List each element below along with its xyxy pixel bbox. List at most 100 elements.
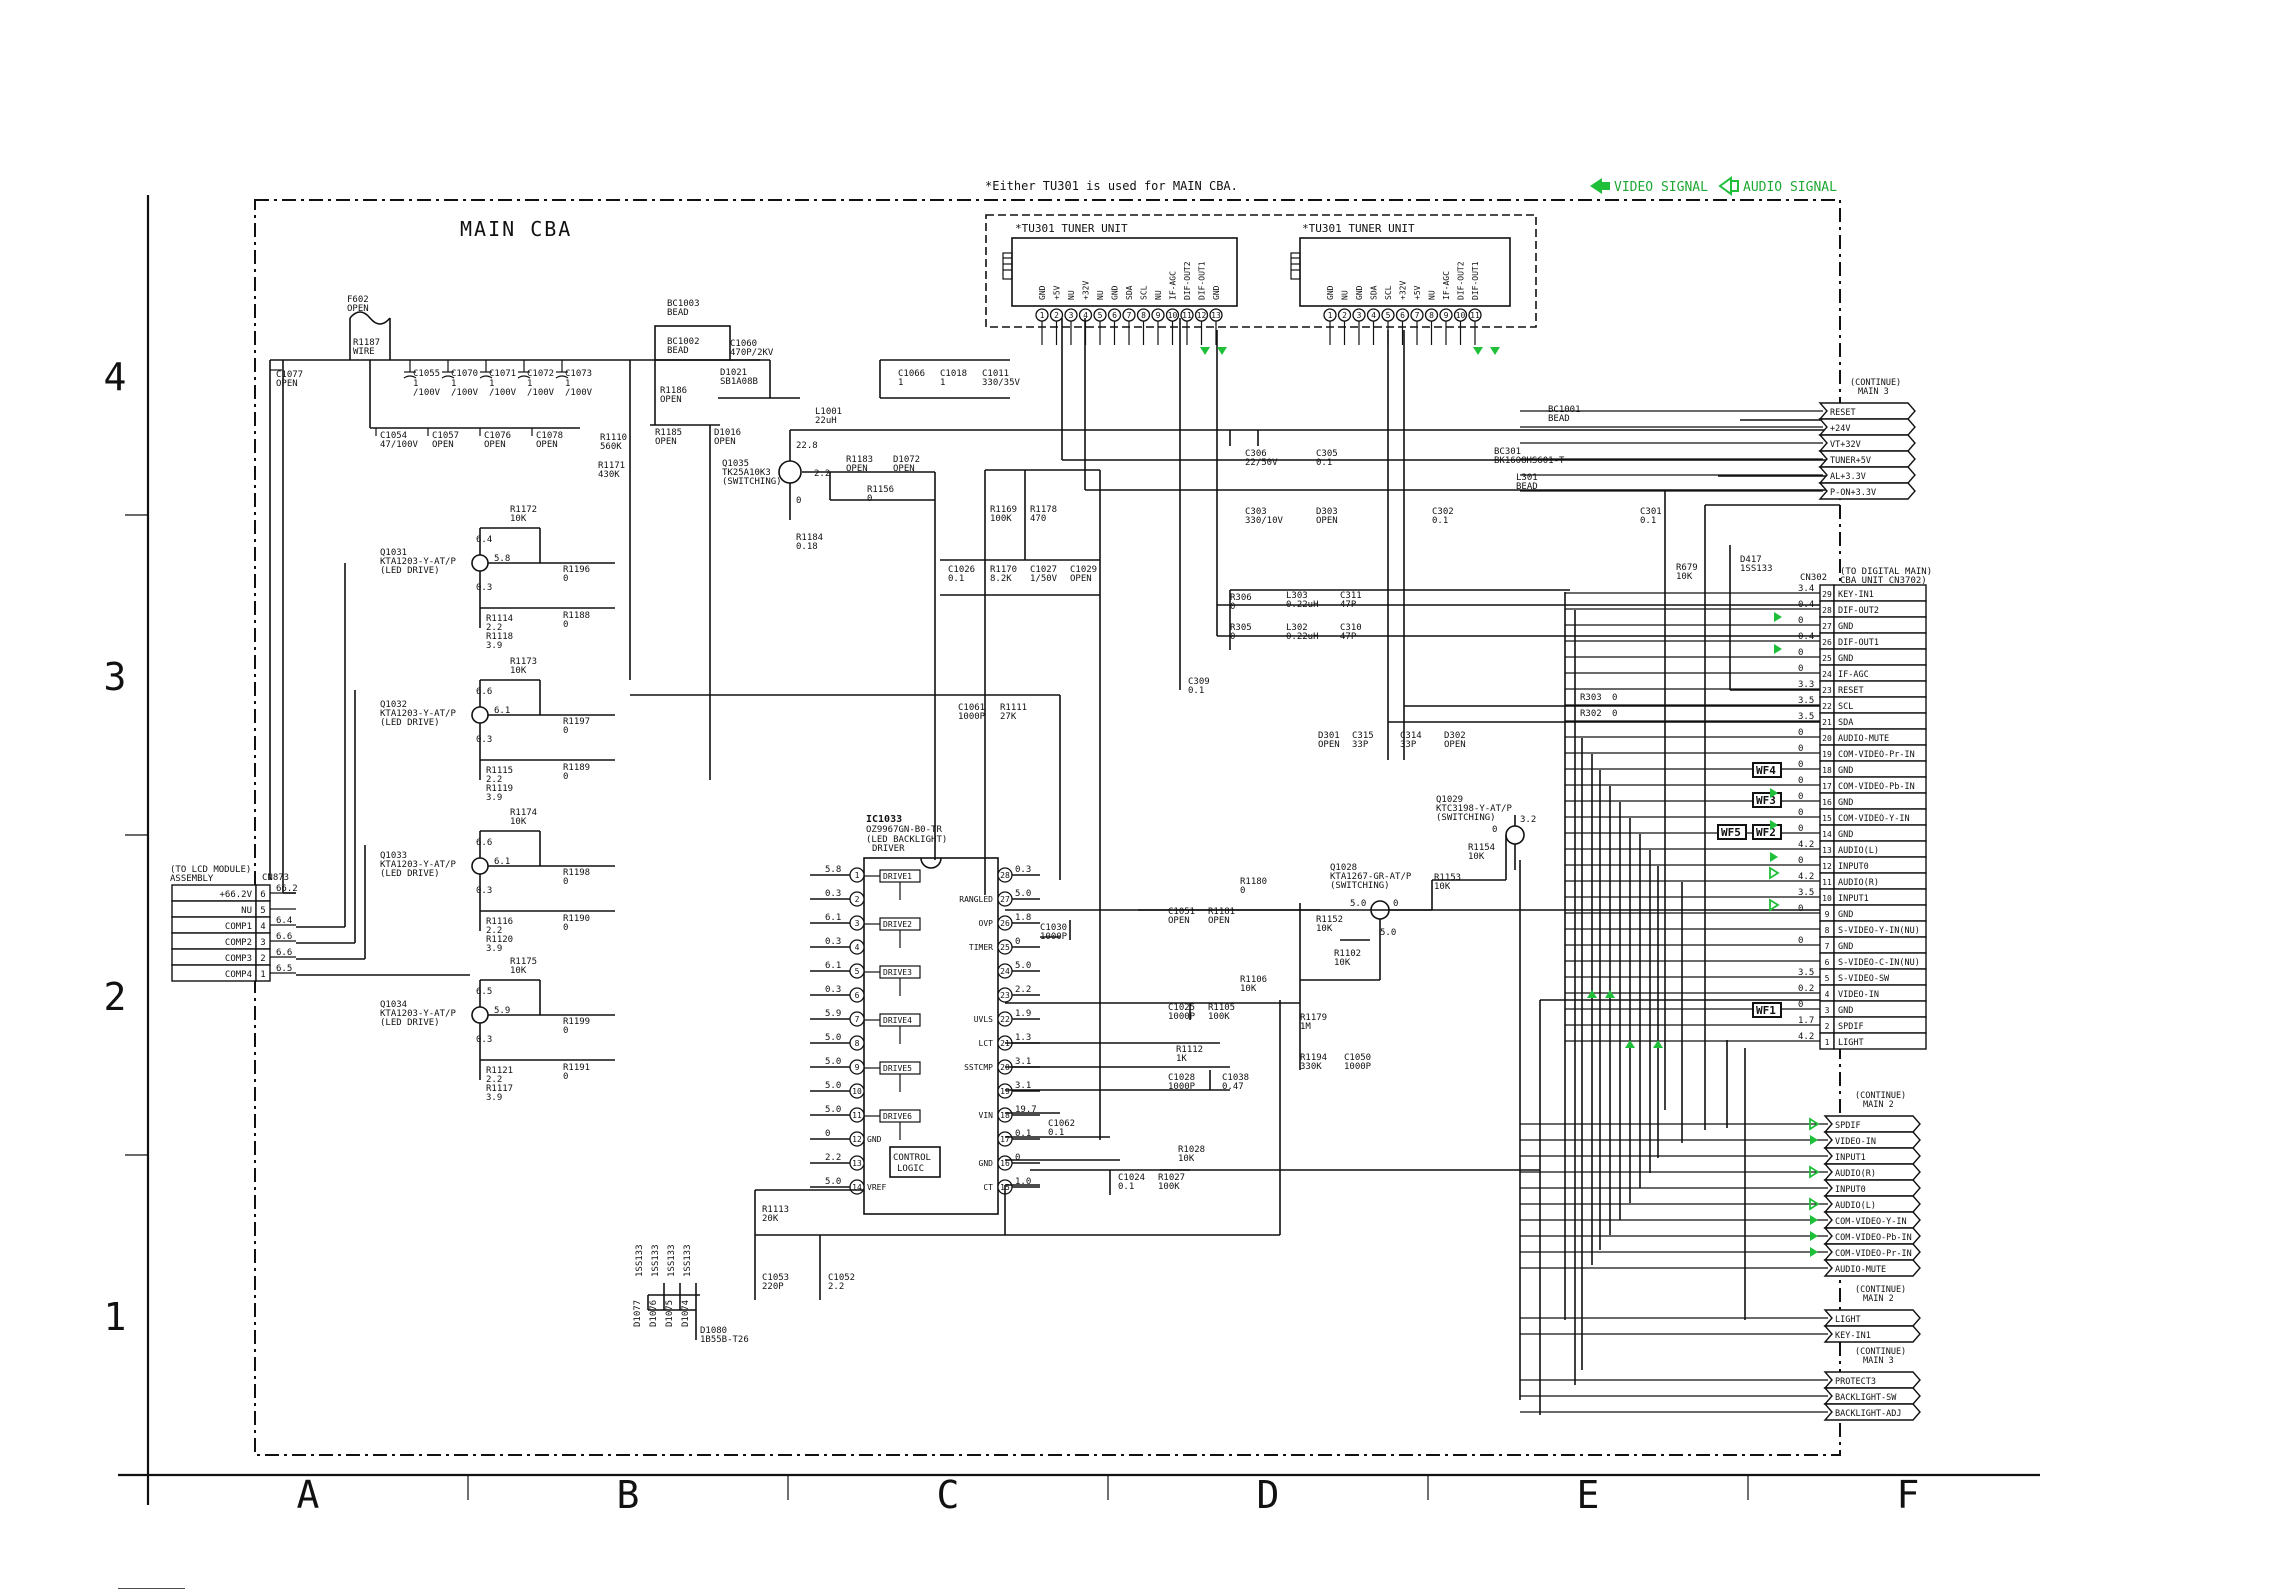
pnp-transistor-symbol [471, 706, 489, 724]
ic-right-pin-number: 16 [1000, 1159, 1010, 1168]
cn873-row-number: 5 [260, 906, 265, 916]
cn873-row-label: +66.2V [219, 890, 252, 900]
c1026-label: C1026 [948, 565, 975, 575]
col-label: E [1577, 1473, 1600, 1517]
transistor-ref: Q1034 [380, 1000, 407, 1010]
d302-label: D302 [1444, 731, 1466, 741]
r1169-value: 100K [990, 514, 1012, 524]
continue-main2-mid-item-label: AUDIO(R) [1835, 1169, 1876, 1179]
tuner1-pin-number: 13 [1211, 311, 1221, 320]
r1187-label: R1187 [353, 338, 380, 348]
cn302-row-label: INPUT0 [1838, 862, 1869, 872]
tuner2-pin-number: 3 [1357, 311, 1362, 320]
r1169-label: R1169 [990, 505, 1017, 515]
ic1033-func-2: DRIVER [872, 844, 905, 854]
ic-left-pin-voltage: 5.0 [825, 1081, 841, 1091]
c1030-value: 1000P [1040, 932, 1068, 942]
video-signal-arrow-icon [1770, 820, 1778, 830]
d1016-value: OPEN [714, 437, 736, 447]
r1197-label: R1197 [563, 717, 590, 727]
ic-pin-name-gnd: GND [867, 1135, 882, 1144]
r1184-label: R1184 [796, 533, 823, 543]
c309-value: 0.1 [1188, 686, 1204, 696]
ic-left-pin-number: 11 [852, 1111, 862, 1120]
d1080-label: D1080 [700, 1326, 727, 1336]
tuner1-pin-number: 12 [1197, 311, 1207, 320]
tuner-signal-arrow-icon [1473, 347, 1483, 355]
r1198-value: 0 [563, 877, 568, 887]
cn302-row-voltage: 0 [1798, 744, 1803, 754]
ic1033: IC1033 OZ9967GN-B0-TR (LED BACKLIGHT) DR… [810, 814, 1040, 1215]
c1028-value: 1000P [1168, 1082, 1196, 1092]
ic-right-pin-name: GND [979, 1159, 994, 1168]
bc1001-label: BC1001 [1548, 405, 1581, 415]
c1011-label: C1011 [982, 369, 1009, 379]
audio-signal-arrow-icon [1718, 176, 1732, 196]
cn302-row-label: AUDIO(L) [1838, 846, 1879, 856]
c1061-label: C1061 [958, 703, 985, 713]
tuner1-pin-name: NU [1154, 290, 1163, 300]
q1029-vc: 3.2 [1520, 815, 1536, 825]
cn302-row-voltage: 1.7 [1798, 1016, 1814, 1026]
r1194-label: R1194 [1300, 1053, 1327, 1063]
cn302-row-number: 5 [1825, 974, 1830, 983]
c1055-value: 1 [413, 379, 418, 389]
up-signal-arrow-icon [1587, 990, 1597, 998]
r1191-value: 0 [563, 1072, 568, 1082]
up-signal-arrow-icon [1605, 990, 1615, 998]
r305-value: 0 [1230, 632, 1235, 642]
c1024-label: C1024 [1118, 1173, 1145, 1183]
c301-value: 0.1 [1640, 516, 1656, 526]
tuner1-pin-number: 9 [1156, 311, 1161, 320]
c302-value: 0.1 [1432, 516, 1448, 526]
continue-main3-bottom-item-label: BACKLIGHT-ADJ [1835, 1409, 1902, 1419]
c1024-value: 0.1 [1118, 1182, 1134, 1192]
tuner1-pin-number: 1 [1040, 311, 1045, 320]
c302-label: C302 [1432, 507, 1454, 517]
tuner1-pin-number: 7 [1127, 311, 1132, 320]
c1050-value: 1000P [1344, 1062, 1372, 1072]
continue-main2-low-item-label: KEY-IN1 [1835, 1331, 1871, 1341]
q1029-label: Q1029 [1436, 795, 1463, 805]
cn302-row-label: AUDIO-MUTE [1838, 734, 1889, 744]
c1066-label: C1066 [898, 369, 925, 379]
cn302-row-voltage: 0 [1798, 776, 1803, 786]
ic-left-pin-voltage: 5.0 [825, 1057, 841, 1067]
ic-left-pin-voltage: 5.9 [825, 1009, 841, 1019]
ic-right-pin-number: 22 [1000, 1015, 1010, 1024]
ic-drive-label: DRIVE2 [883, 920, 912, 929]
r1114-label: R1114 [486, 614, 513, 624]
transistor-vc: 0.3 [476, 1035, 492, 1045]
r1154-value: 10K [1468, 852, 1485, 862]
cn302-row-label: SDA [1838, 718, 1853, 728]
c1055-label: C1055 [413, 369, 440, 379]
audio-signal-arrow-icon [1809, 1165, 1820, 1179]
c1025-value: 1000P [1168, 1012, 1196, 1022]
continue-main2-low-item [1823, 1325, 1921, 1343]
cn873-row-voltage: 66.2 [276, 884, 298, 894]
r1190-value: 0 [563, 923, 568, 933]
c305-value: 0.1 [1316, 458, 1332, 468]
d1080-value: 1B55B-T26 [700, 1335, 749, 1345]
ic-right-pin-number: 18 [1000, 1111, 1010, 1120]
c1030-label: C1030 [1040, 923, 1067, 933]
continue-main3-top-item [1818, 482, 1916, 500]
tuner1-pin-name: GND [1111, 285, 1120, 300]
tuner1-pin-number: 2 [1054, 311, 1059, 320]
r1027-label: R1027 [1158, 1173, 1185, 1183]
cn302-row-number: 19 [1822, 750, 1832, 759]
c1078-value: OPEN [536, 440, 558, 450]
r302-label: R302 [1580, 709, 1602, 719]
r1190-label: R1190 [563, 914, 590, 924]
c315-value: 33P [1352, 740, 1369, 750]
tuner-unit-2: *TU301 TUNER UNIT GND1NU2GND3SDA4SCL5+32… [1290, 222, 1511, 345]
cn302-row-voltage: 3.5 [1798, 968, 1814, 978]
c1060-value: 470P/2KV [730, 348, 774, 358]
cn873-row-voltage: 6.4 [276, 916, 292, 926]
c1052-label: C1052 [828, 1273, 855, 1283]
transistor-part: KTA1203-Y-AT/P [380, 557, 456, 567]
r306-label: R306 [1230, 593, 1252, 603]
cn302-row-number: 7 [1825, 942, 1830, 951]
c1028-label: C1028 [1168, 1073, 1195, 1083]
